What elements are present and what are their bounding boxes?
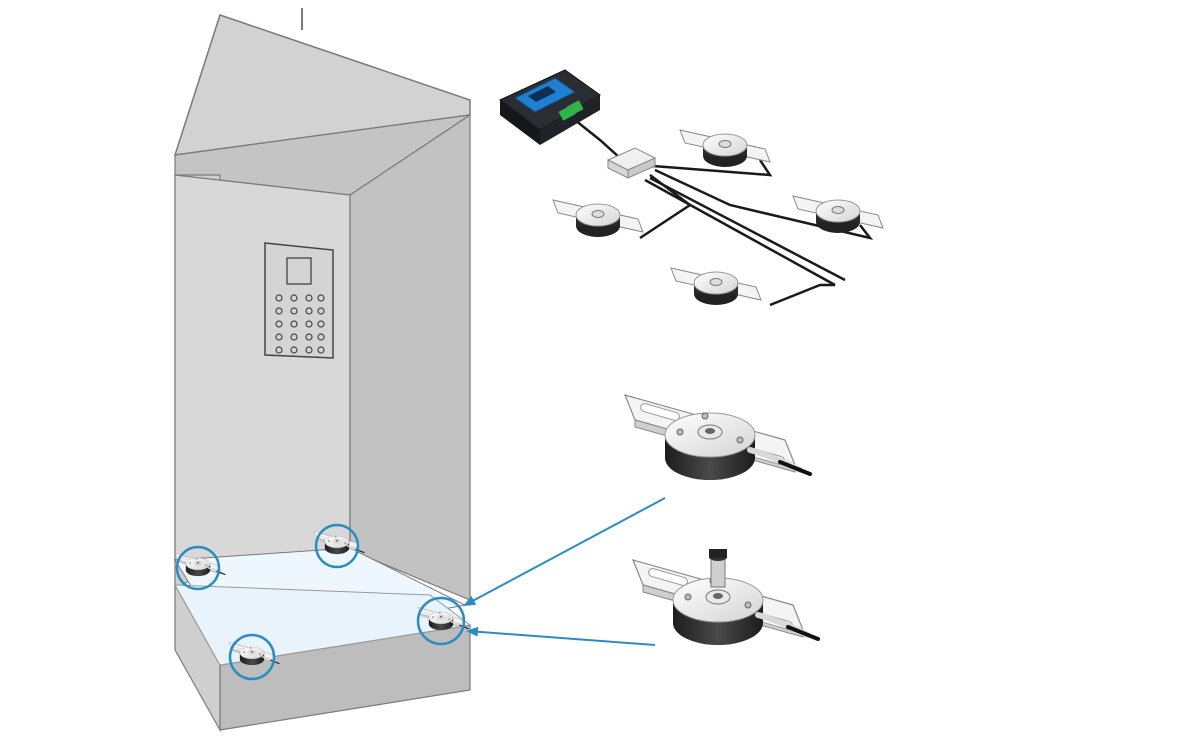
network-load-cell-1 <box>679 129 771 168</box>
highlight-ring-front-right <box>416 596 466 646</box>
highlight-ring-back-right <box>314 523 360 569</box>
callout-arrows <box>463 497 666 646</box>
highlight-ring-front-left <box>228 633 276 681</box>
detail-load-cell-bottom <box>633 549 818 645</box>
cabin-right-wall <box>349 113 471 601</box>
arrow-to-load-cell-b <box>466 626 656 646</box>
cabin-back-wall <box>174 174 351 561</box>
network-load-cell-3 <box>792 195 884 234</box>
network-load-cell-2 <box>552 199 644 238</box>
weighing-network <box>499 69 884 307</box>
highlight-rings <box>175 523 466 681</box>
elevator-cabin <box>173 8 472 733</box>
cabin-control-panel <box>264 242 334 359</box>
arrow-to-load-cell-a <box>463 497 666 606</box>
weighing-controller <box>499 69 601 145</box>
network-cables <box>574 119 874 307</box>
junction-box <box>606 147 657 179</box>
cabin-base-top <box>174 584 472 666</box>
connector-post <box>709 549 727 588</box>
network-load-cell-4 <box>670 267 762 306</box>
detail-load-cell-top <box>625 395 810 480</box>
highlight-ring-back-left <box>175 545 221 591</box>
